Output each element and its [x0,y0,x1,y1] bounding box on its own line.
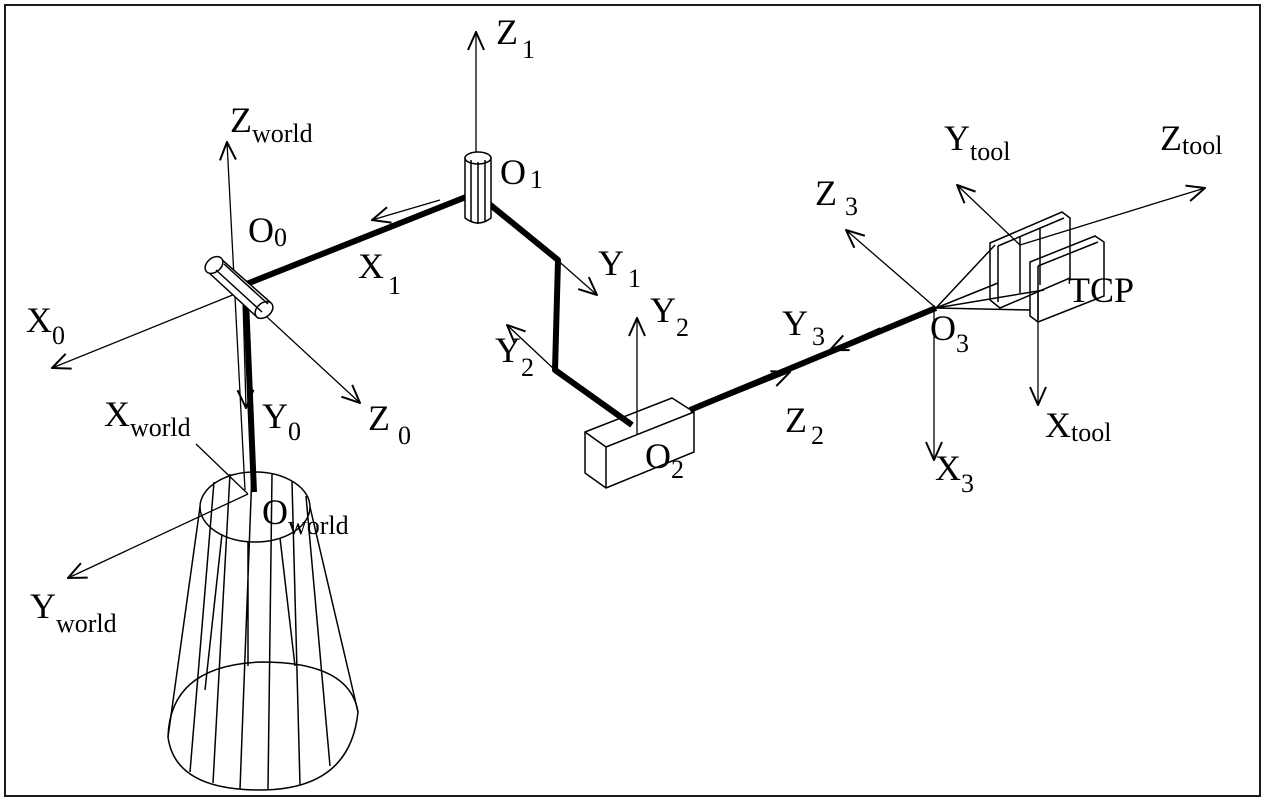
svg-text:Yworld: Yworld [30,586,117,638]
svg-text:X3: X3 [935,448,974,498]
label-y2-up: Y2 [650,290,689,342]
svg-text:X0: X0 [26,300,65,350]
label-o2: O2 [645,436,684,484]
svg-text:Xworld: Xworld [104,394,191,442]
svg-text:O1: O1 [500,152,543,194]
svg-text:Zworld: Zworld [230,100,313,148]
label-y-tool: Ytool [944,118,1010,166]
label-x-world: Xworld [104,394,191,442]
svg-text:Z0: Z0 [368,398,411,450]
svg-text:Y0: Y0 [262,396,301,446]
svg-text:Y2: Y2 [495,330,534,382]
world-frame-axes [68,142,249,578]
svg-text:Xtool: Xtool [1045,405,1111,447]
label-o-world: Oworld [262,492,349,540]
diagram-frame [4,4,1261,797]
svg-text:O2: O2 [645,436,684,484]
label-y-world: Yworld [30,586,117,638]
robot-links [242,190,938,493]
frame-2-axes [507,318,790,435]
label-y2-left: Y2 [495,330,534,382]
tool-gripper [935,211,1105,323]
label-z-world: Zworld [230,100,313,148]
svg-text:Z3: Z3 [815,173,858,221]
label-z-tool: Ztool [1160,118,1222,160]
svg-text:Y2: Y2 [650,290,689,342]
joint-2-box [584,397,695,489]
label-x0: X0 [26,300,65,350]
svg-text:Y1: Y1 [598,243,641,293]
svg-text:Z2: Z2 [785,400,824,450]
svg-text:TCP: TCP [1068,270,1134,310]
svg-text:Z1: Z1 [496,12,535,64]
label-y0: Y0 [262,396,301,446]
svg-text:O3: O3 [930,308,969,358]
label-o3: O3 [930,308,969,358]
joint-0-cylinder [204,255,274,320]
svg-text:O0: O0 [248,210,287,252]
svg-text:Ytool: Ytool [944,118,1010,166]
label-x-tool: Xtool [1045,405,1111,447]
joint-1-cylinder [464,151,492,224]
label-o0: O0 [248,210,287,252]
svg-text:Ztool: Ztool [1160,118,1222,160]
svg-text:Y3: Y3 [782,303,825,351]
label-tcp: TCP [1068,270,1134,310]
svg-text:X1: X1 [358,246,401,300]
frame-0-axes [52,291,360,408]
label-x3: X3 [935,448,974,498]
svg-text:Oworld: Oworld [262,492,349,540]
